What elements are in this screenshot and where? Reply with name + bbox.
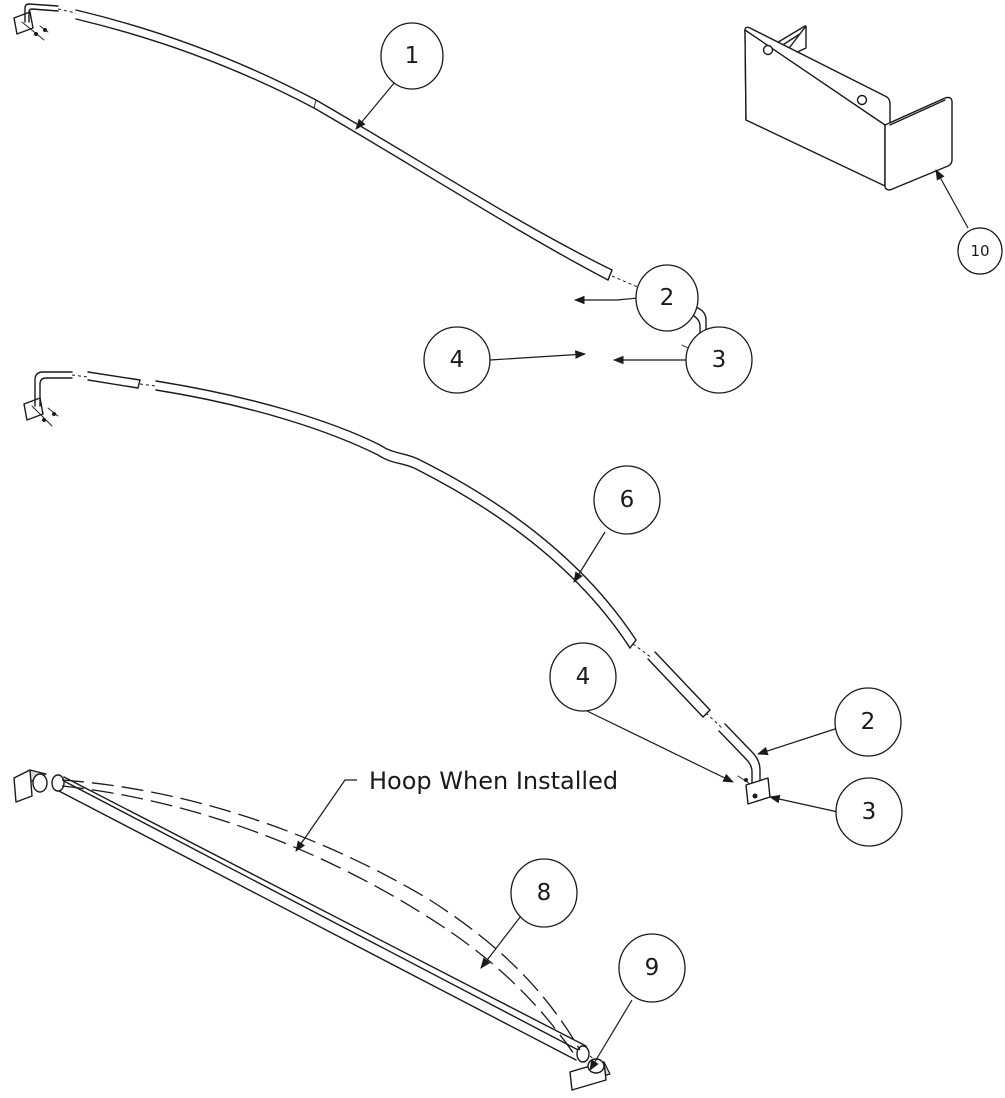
bow-assembly-top (13, 3, 717, 376)
callout-3-middle-label: 3 (862, 799, 877, 825)
callout-2-middle-label: 2 (861, 709, 876, 735)
callout-6: 6 (593, 465, 661, 535)
end-bracket-mid-right (718, 723, 771, 805)
leader-3b (768, 794, 839, 813)
leader-10 (935, 169, 969, 229)
callout-3-middle: 3 (835, 777, 903, 847)
end-bracket-top-left (13, 3, 59, 41)
leader-9 (589, 999, 633, 1071)
callout-3-top-label: 3 (712, 347, 727, 373)
callout-2-middle: 2 (834, 687, 902, 757)
bow-tube-6 (155, 380, 637, 649)
end-bracket-mid-left (23, 371, 73, 427)
callout-4-top-label: 4 (450, 347, 465, 373)
callout-4-middle: 4 (549, 642, 617, 712)
callout-2-top: 2 (635, 264, 699, 332)
callout-4-middle-label: 4 (576, 664, 591, 690)
callout-9: 9 (618, 933, 686, 1003)
bow-assembly-bottom (13, 769, 611, 1091)
callout-8: 8 (510, 858, 578, 928)
callout-8-label: 8 (537, 880, 552, 906)
coupler-mid (87, 371, 141, 389)
leader-4a (489, 350, 587, 361)
callout-10-label: 10 (970, 242, 989, 260)
callout-6-label: 6 (620, 487, 635, 513)
leader-hoop (295, 779, 357, 852)
cover-bracket-10 (744, 25, 953, 191)
leader-1 (355, 81, 396, 130)
end-plate-bottom-left (13, 769, 48, 803)
hoop-when-installed-label: Hoop When Installed (369, 767, 618, 795)
callout-9-label: 9 (645, 955, 660, 981)
bow-tube-8 (51, 774, 590, 1063)
leaders (295, 81, 969, 1071)
end-plate-bottom-right (569, 1058, 611, 1091)
leader-6 (573, 531, 606, 583)
callout-3-top: 3 (685, 326, 753, 394)
leader-4b (584, 709, 734, 783)
callout-4-top: 4 (423, 326, 491, 394)
callout-2-top-label: 2 (660, 285, 675, 311)
callout-1: 1 (380, 22, 444, 90)
coupler-mid-right (647, 651, 711, 718)
bow-tube-1 (75, 9, 613, 281)
leader-2a (573, 295, 639, 305)
hoop-when-installed-outline (61, 779, 581, 1055)
leader-2b (756, 727, 839, 756)
callout-10: 10 (957, 227, 1003, 275)
bow-assembly-middle (23, 371, 771, 805)
leader-8 (480, 911, 525, 969)
callout-1-label: 1 (405, 43, 420, 69)
